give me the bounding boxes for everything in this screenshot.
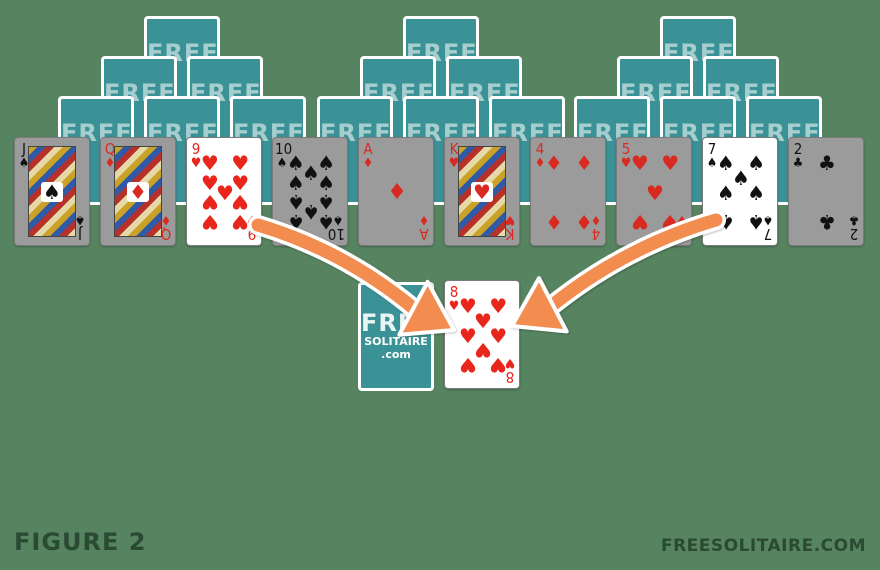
- card-pip-icon: ♠: [302, 161, 320, 186]
- card-pip-icon: ♣: [818, 151, 836, 176]
- card-suit-icon: ♦: [104, 156, 116, 171]
- card-corner-index: Q♦: [103, 141, 117, 170]
- court-suit-icon: ♠: [41, 181, 63, 202]
- card-k-5[interactable]: K♥K♥♥: [444, 137, 520, 246]
- card-pip-icon: ♥: [489, 323, 508, 348]
- card-corner-index: 4♦: [533, 141, 547, 170]
- card-pip-icon: ♠: [716, 151, 735, 176]
- card-j-0[interactable]: J♠J♠♠: [14, 137, 90, 246]
- court-suit-icon: ♥: [471, 181, 493, 202]
- card-rank: 10: [275, 140, 293, 158]
- card-pip-icon: ♥: [231, 170, 250, 195]
- card-pip-icon: ♠: [747, 180, 766, 205]
- card-10-3[interactable]: 10♠10♠♠♠♠♠♠♠♠♠♠♠: [272, 137, 348, 246]
- card-suit-icon: ♥: [448, 156, 460, 171]
- card-suit-icon: ♠: [276, 156, 288, 171]
- card-rank: J: [22, 140, 26, 158]
- card-pip-icon: ♥: [200, 151, 219, 176]
- card-rank: A: [363, 140, 373, 158]
- card-pip-icon: ♥: [231, 151, 250, 176]
- card-suit-icon: ♠: [706, 156, 718, 171]
- arrow-left: [248, 215, 456, 337]
- court-card-art: ♠: [28, 146, 76, 237]
- arrow-shaft: [546, 213, 723, 312]
- card-suit-icon: ♣: [792, 156, 804, 171]
- card-corner-index: 7♠: [705, 141, 719, 170]
- card-a-4[interactable]: A♦A♦♦: [358, 137, 434, 246]
- card-corner-index: 10♠: [275, 140, 293, 171]
- card-pip-icon: ♠: [747, 151, 766, 176]
- card-pip-icon: ♠: [286, 170, 305, 195]
- card-q-1[interactable]: Q♦Q♦♦: [100, 137, 176, 246]
- card-suit-icon: ♥: [190, 156, 202, 171]
- card-pip-icon: ♠: [732, 165, 750, 190]
- card-corner-index: 8♥: [447, 284, 461, 313]
- card-rank: 7: [707, 140, 717, 158]
- card-pip-icon: ♠: [286, 151, 305, 176]
- card-back-logo-line: .com: [381, 348, 411, 361]
- card-suit-icon: ♦: [362, 156, 374, 171]
- card-corner-index: J♠: [17, 141, 31, 170]
- court-card-art: ♥: [458, 146, 506, 237]
- arrow-right: [510, 210, 726, 334]
- card-pip-icon: ♠: [317, 151, 336, 176]
- card-2-9[interactable]: 2♣2♣♣♣: [788, 137, 864, 246]
- card-back-logo-line: SOLITAIRE: [364, 335, 428, 348]
- card-rank: K: [449, 140, 459, 158]
- card-corner-index: A♦: [361, 141, 375, 170]
- card-corner-index: K♥: [447, 141, 461, 170]
- card-suit-icon: ♦: [534, 156, 546, 171]
- card-suit-icon: ♠: [18, 156, 30, 171]
- card-rank: 9: [191, 140, 201, 158]
- court-card-art: ♦: [114, 146, 162, 237]
- arrow-head: [397, 279, 456, 337]
- arrow-shaft: [251, 218, 420, 315]
- card-corner-index: 9♥: [189, 141, 203, 170]
- waste-pile-card[interactable]: 8♥8♥♥♥♥♥♥♥♥♥: [444, 280, 520, 389]
- site-label: FREESOLITAIRE.COM: [660, 536, 866, 556]
- card-rank: Q: [104, 140, 116, 158]
- card-corner-index: 5♥: [619, 141, 633, 170]
- arrow-head: [510, 276, 569, 334]
- card-pip-icon: ♥: [458, 323, 477, 348]
- card-suit-icon: ♥: [620, 156, 632, 171]
- card-rank: 8: [449, 283, 459, 301]
- card-rank: 4: [535, 140, 545, 158]
- card-pip-icon: ♥: [458, 294, 477, 319]
- card-pip-icon: ♥: [646, 180, 664, 205]
- card-pip-icon: ♥: [216, 180, 234, 205]
- card-pip-icon: ♦: [544, 151, 563, 176]
- card-pip-icon: ♥: [661, 151, 680, 176]
- card-rank: 2: [793, 140, 803, 158]
- card-pip-icon: ♥: [200, 170, 219, 195]
- card-rank: 5: [621, 140, 631, 158]
- card-suit-icon: ♥: [448, 299, 460, 314]
- card-pip-icon: ♦: [387, 179, 407, 205]
- card-pip-icon: ♥: [474, 308, 492, 333]
- card-pip-icon: ♠: [317, 170, 336, 195]
- card-corner-index: 2♣: [791, 141, 805, 170]
- card-pip-icon: ♦: [575, 151, 594, 176]
- card-pip-icon: ♥: [489, 294, 508, 319]
- card-4-6[interactable]: 4♦4♦♦♦♦♦: [530, 137, 606, 246]
- card-pip-icon: ♠: [716, 180, 735, 205]
- figure-label: FIGURE 2: [14, 528, 147, 556]
- card-pip-icon: ♥: [630, 151, 649, 176]
- court-suit-icon: ♦: [127, 181, 149, 202]
